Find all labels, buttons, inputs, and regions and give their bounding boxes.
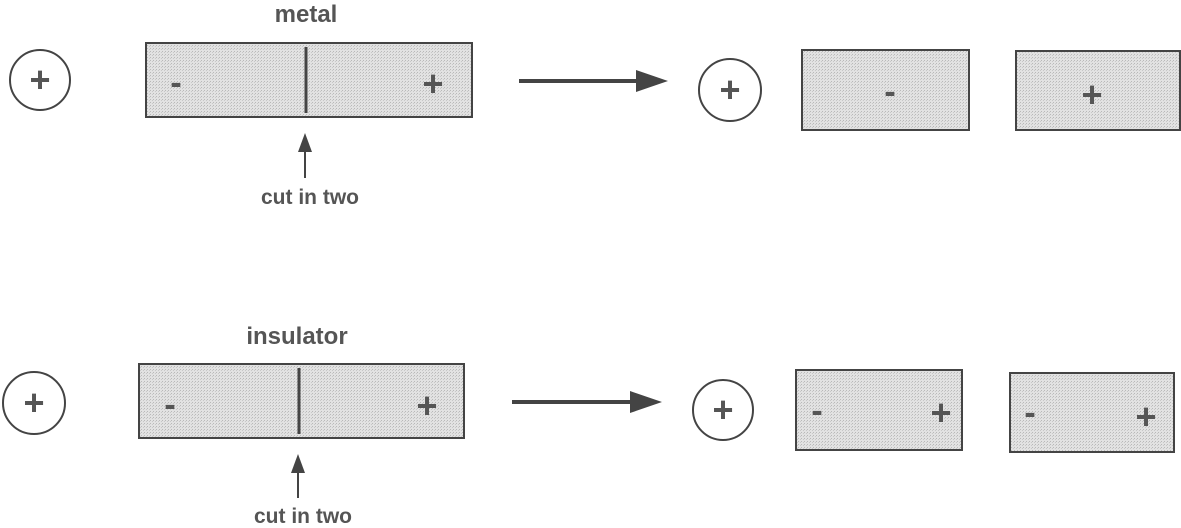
insulator-bar-minus: - [164,386,175,424]
metal-result-piece-right: + [1015,50,1181,131]
metal-result-point-charge: + [698,58,762,122]
insulator-bar-plus: + [416,385,437,426]
insulator-result-piece-left: - + [795,369,963,451]
insulator-result-left-minus: - [811,392,822,430]
metal-result-right-sign: + [1081,74,1102,115]
metal-transition-arrow [519,70,668,92]
metal-result-left-sign: - [884,73,895,111]
metal-title: metal [275,1,338,28]
metal-bar: - + [145,42,473,118]
insulator-cut-label: cut in two [254,505,352,528]
insulator-result-right-plus: + [1135,396,1156,437]
metal-point-charge-sign: + [29,59,50,100]
insulator-result-right-minus: - [1024,394,1035,432]
insulator-result-point-charge: + [692,379,754,441]
metal-cut-pointer [298,133,312,178]
insulator-result-left-plus: + [930,392,951,433]
insulator-point-charge-sign: + [23,382,44,423]
metal-row: metal + - + cut in two + [9,1,1181,209]
metal-bar-plus: + [422,63,443,104]
insulator-cut-pointer [291,454,305,498]
metal-bar-minus: - [170,64,181,102]
insulator-result-point-charge-sign: + [712,389,733,430]
insulator-transition-arrow [512,391,662,413]
insulator-result-piece-right: - + [1009,372,1175,453]
insulator-bar: - + [138,363,465,439]
metal-result-piece-left: - [801,49,970,131]
insulator-title: insulator [246,323,347,350]
metal-cut-label: cut in two [261,186,359,209]
metal-point-charge: + [9,49,71,111]
insulator-point-charge: + [2,371,66,435]
insulator-row: insulator + - + cut in two + [2,323,1175,528]
metal-result-point-charge-sign: + [719,69,740,110]
